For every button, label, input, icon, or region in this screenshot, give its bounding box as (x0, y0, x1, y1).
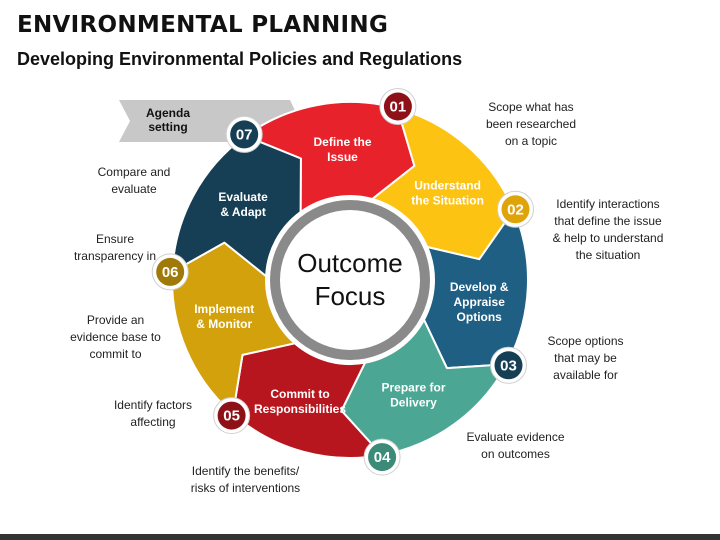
note-step-01: Scope what has been researched on a topi… (485, 100, 577, 148)
badge-number: 03 (500, 357, 517, 374)
note-factors: Identify factors affecting (113, 398, 193, 429)
badge-number: 05 (223, 408, 240, 425)
note-step-07: Compare and evaluate (97, 165, 171, 196)
badge-step-01: 01 (379, 88, 417, 125)
badge-step-02: 02 (497, 190, 534, 228)
note-step-05: Identify the benefits/ risks of interven… (190, 464, 301, 495)
page-title: ENVIRONMENTAL PLANNING (17, 12, 389, 38)
badge-step-04: 04 (363, 438, 401, 476)
badge-step-07: 07 (225, 115, 263, 153)
note-step-06: Provide an evidence base to commit to (70, 313, 161, 361)
segment-label-step-07: Evaluate& Adapt (218, 190, 268, 219)
note-transparency: Ensure transparency in (73, 232, 157, 263)
note-step-03: Scope options that may be available for (547, 334, 624, 382)
bottom-bar (0, 534, 720, 540)
badge-step-06: 06 (151, 253, 189, 291)
center-line-1: Outcome (297, 248, 403, 278)
badge-number: 06 (162, 264, 179, 281)
badge-number: 07 (236, 126, 253, 143)
badges-layer: 01 02 03 04 05 06 07 (151, 88, 534, 476)
segment-label-step-06: Implement& Monitor (194, 302, 254, 331)
badge-step-03: 03 (490, 346, 527, 384)
note-step-02: Identify interactions that define the is… (552, 197, 664, 262)
note-step-04: Evaluate evidence on outcomes (466, 430, 565, 461)
badge-number: 02 (507, 201, 524, 218)
badge-number: 01 (390, 99, 407, 116)
center-line-2: Focus (315, 281, 386, 311)
center-circle (280, 210, 420, 350)
badge-number: 04 (374, 449, 391, 466)
page-subtitle: Developing Environmental Policies and Re… (17, 49, 463, 69)
badge-step-05: 05 (213, 397, 251, 435)
